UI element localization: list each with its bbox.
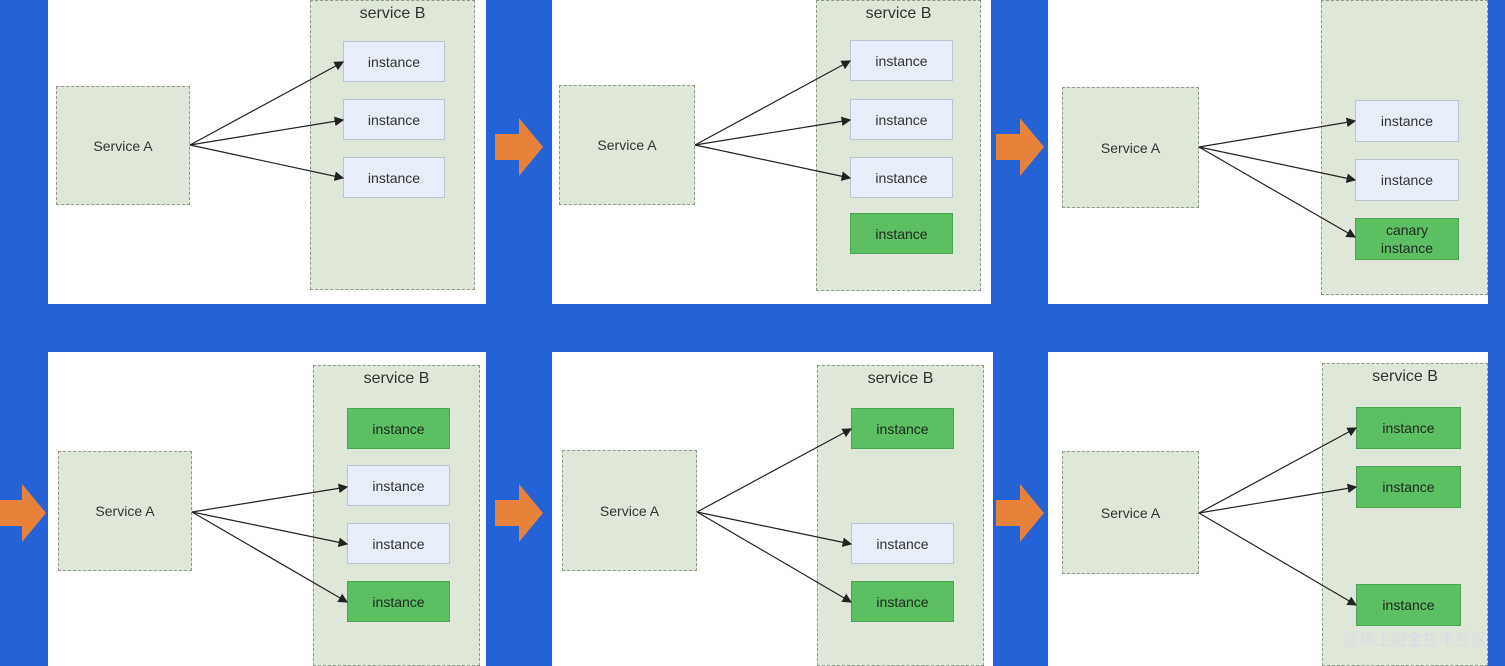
service-a-box: Service A (562, 450, 697, 571)
instance-box: instance (343, 157, 445, 198)
instance-label: instance (875, 225, 928, 242)
instance-box: instance (347, 523, 450, 564)
service-b-label: service B (363, 370, 430, 387)
instance-label: instance (1380, 172, 1434, 188)
service-b-label: service B (867, 370, 934, 387)
instance-box-new: instance (850, 213, 953, 254)
service-a-box: Service A (1062, 87, 1199, 208)
service-b-label: service B (865, 5, 932, 22)
service-a-label: Service A (597, 137, 657, 153)
instance-label: instance (372, 535, 425, 552)
instance-label: instance (367, 53, 421, 70)
step-arrow-icon (495, 484, 543, 542)
diagram-panel-5: Service A service B instance instance in… (552, 352, 993, 666)
instance-label: instance (1382, 479, 1435, 495)
step-arrow-icon (495, 118, 543, 176)
instance-box: instance (347, 465, 450, 506)
service-a-box: Service A (58, 451, 192, 571)
service-a-box: Service A (559, 85, 695, 205)
instance-box-new: instance (1356, 584, 1461, 626)
diagram-panel-3: Service A instance instance canary insta… (1048, 0, 1488, 304)
diagram-panel-4: Service A service B instance instance in… (48, 352, 486, 666)
instance-box-new: instance (347, 581, 450, 622)
diagram-panel-6: Service A service B instance instance in… (1048, 352, 1488, 666)
instance-box-new: instance (851, 581, 954, 622)
instance-label: instance (876, 535, 929, 552)
instance-label: instance (875, 52, 928, 69)
canary-label: canary (1385, 222, 1429, 238)
service-a-label: Service A (1100, 139, 1161, 156)
instance-box: instance (343, 99, 445, 140)
instance-box-new: instance (1356, 466, 1461, 508)
canary-instance-box: canary instance (1355, 218, 1459, 260)
instance-box-new: instance (347, 408, 450, 449)
service-a-label: Service A (1100, 504, 1161, 521)
instance-label: instance (1382, 420, 1435, 436)
instance-box-new: instance (851, 408, 954, 449)
step-arrow-icon (996, 484, 1044, 542)
instance-box: instance (1355, 100, 1459, 142)
instance-label: instance (372, 593, 425, 610)
instance-box: instance (850, 99, 953, 140)
service-b-label: service B (359, 5, 426, 22)
instance-label: instance (372, 420, 425, 437)
watermark: @稀土掘金技术社区 (1342, 632, 1487, 649)
instance-label: instance (1382, 597, 1435, 613)
service-a-label: Service A (95, 503, 155, 519)
instance-box: instance (1355, 159, 1459, 201)
instance-label: instance (876, 593, 929, 610)
service-a-label: Service A (599, 502, 660, 519)
diagram-panel-1: Service A service B instance instance in… (48, 0, 486, 304)
service-a-box: Service A (1062, 451, 1199, 574)
instance-label: instance (367, 169, 421, 186)
instance-label: instance (876, 420, 929, 437)
instance-box: instance (850, 157, 953, 198)
service-a-box: Service A (56, 86, 190, 205)
canary-instance-label: instance (1380, 240, 1434, 256)
step-arrow-icon (996, 118, 1044, 176)
service-a-label: Service A (93, 137, 153, 154)
instance-box: instance (850, 40, 953, 81)
instance-label: instance (367, 111, 421, 128)
service-b-label: service B (1372, 368, 1438, 385)
instance-box: instance (343, 41, 445, 82)
step-arrow-icon (0, 484, 46, 542)
instance-label: instance (372, 477, 425, 494)
instance-label: instance (875, 111, 928, 128)
instance-label: instance (875, 169, 928, 186)
diagram-panel-2: Service A service B instance instance in… (552, 0, 991, 304)
instance-box-new: instance (1356, 407, 1461, 449)
instance-label: instance (1380, 113, 1434, 129)
instance-box: instance (851, 523, 954, 564)
